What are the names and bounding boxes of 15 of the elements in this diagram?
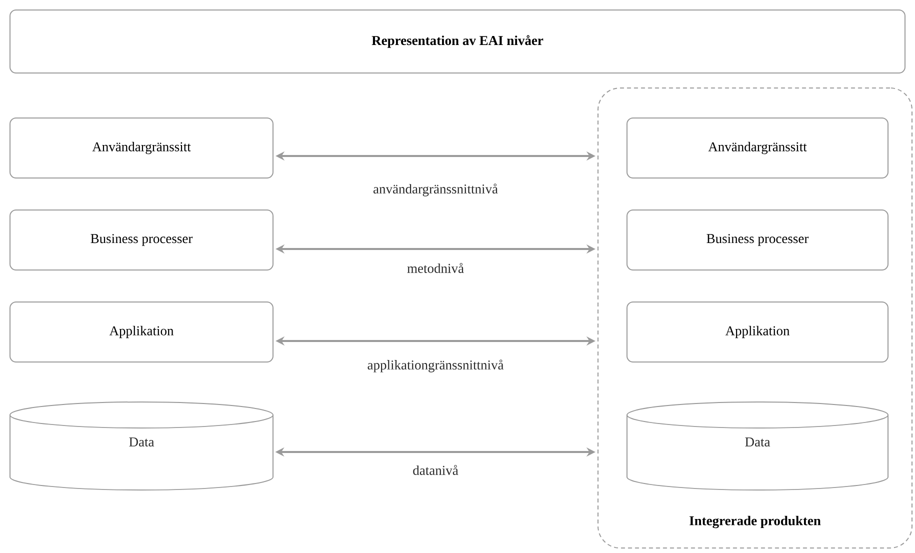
- edge-label: användargränssnittnivå: [374, 184, 498, 196]
- title-box: Representation av EAI nivåer: [10, 10, 906, 74]
- edge-label: datanivå: [413, 465, 458, 475]
- edge-label: metodnivå: [407, 263, 464, 273]
- node-label: Data: [129, 438, 154, 446]
- node-label: Data: [745, 438, 770, 446]
- process-box: Användargränssitt: [10, 118, 274, 178]
- database-cylinder: Data: [626, 402, 888, 490]
- database-cylinder: Data: [10, 402, 274, 490]
- edge-label: applikationgränssnittnivå: [368, 360, 504, 372]
- process-box: Applikation: [10, 302, 274, 362]
- process-box: Business processer: [10, 210, 274, 270]
- process-box: Business processer: [626, 210, 888, 270]
- process-box: Användargränssitt: [626, 118, 888, 178]
- process-box: Applikation: [626, 302, 888, 362]
